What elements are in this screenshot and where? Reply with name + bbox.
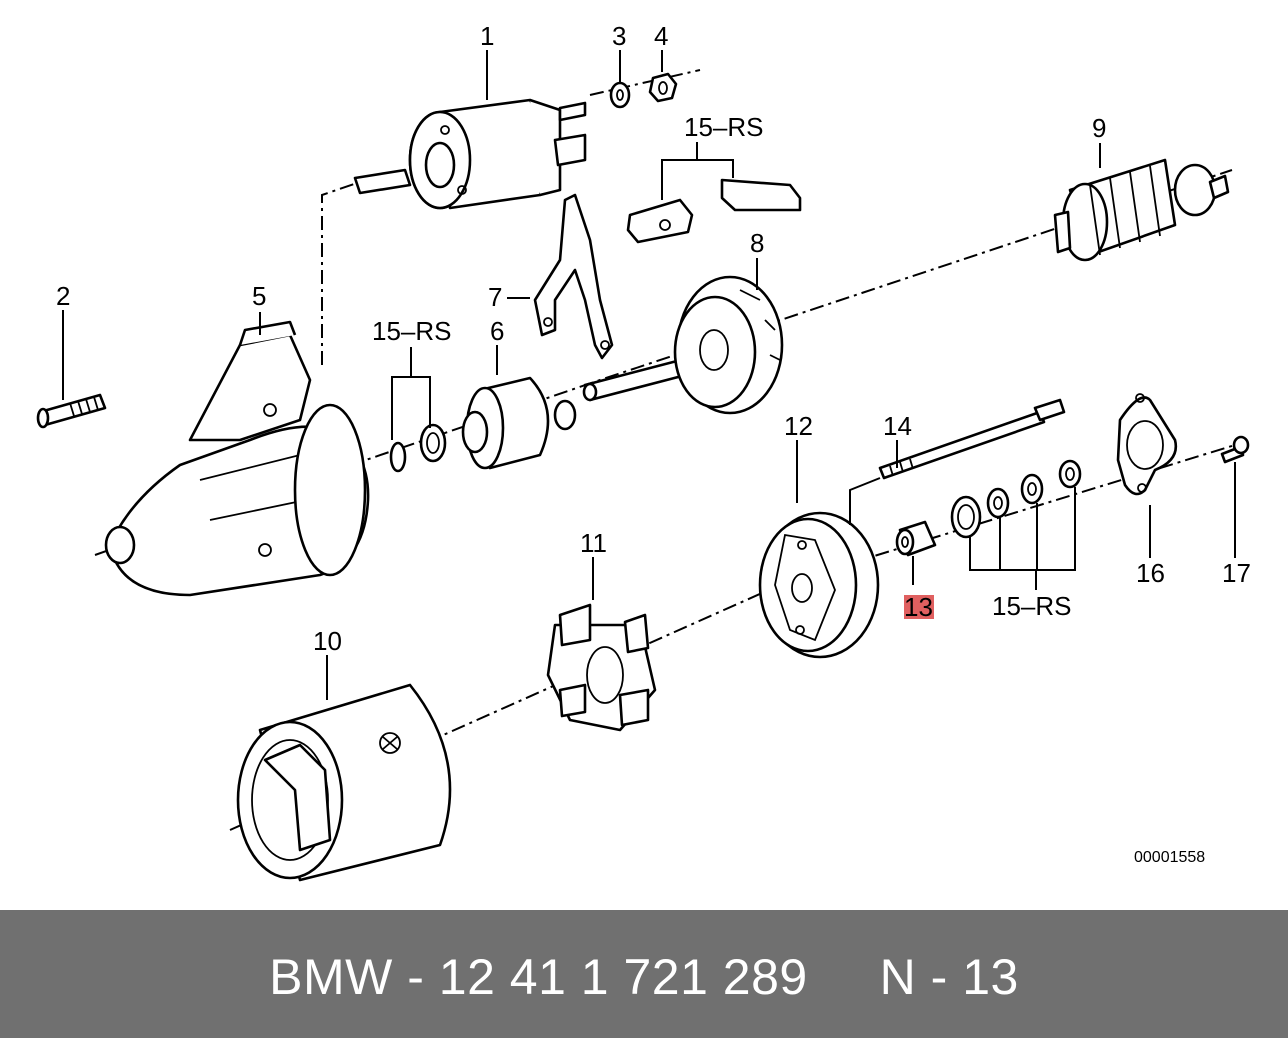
yoke-part-10[interactable]	[236, 683, 452, 882]
intermediate-bearing-part-8[interactable]	[673, 275, 784, 415]
callout-15rs-bottom: 15–RS	[992, 591, 1072, 621]
drive-pinion-part-6[interactable]	[461, 376, 577, 470]
seal-15rs-bottom[interactable]	[950, 495, 982, 539]
drive-end-housing-part-5[interactable]	[104, 320, 370, 597]
brush-holder-15rs[interactable]	[626, 198, 694, 244]
brush-15rs[interactable]	[720, 178, 802, 212]
nut-part-4[interactable]	[648, 72, 678, 103]
callout-13-highlight	[904, 595, 934, 619]
solenoid-part-1[interactable]	[353, 98, 587, 210]
washer-part-3[interactable]	[609, 81, 631, 109]
footer-bar: BMW - 12 41 1 721 289 N - 13	[0, 910, 1288, 1038]
leader-lines	[62, 50, 1236, 700]
callout-9: 9	[1092, 113, 1106, 143]
callout-10: 10	[313, 626, 342, 656]
drawing-number: 00001558	[1134, 849, 1205, 866]
screw-part-17[interactable]	[1220, 435, 1250, 464]
callout-1: 1	[480, 21, 494, 51]
lever-part-7[interactable]	[533, 193, 614, 360]
callout-5: 5	[252, 281, 266, 311]
callout-6: 6	[490, 316, 504, 346]
callout-16: 16	[1136, 558, 1165, 588]
spring-15rs-left[interactable]	[419, 423, 447, 463]
circlip-15rs-bottom[interactable]	[1058, 459, 1082, 489]
callout-11: 11	[580, 528, 607, 558]
washer-15rs-bottom-1[interactable]	[986, 487, 1010, 519]
bolt-part-2[interactable]	[36, 393, 107, 429]
washer-15rs-bottom-2[interactable]	[1020, 473, 1044, 505]
callout-17: 17	[1222, 558, 1251, 588]
callout-15rs-left: 15–RS	[372, 316, 452, 346]
bushing-part-13[interactable]	[895, 520, 937, 557]
callout-15rs-top: 15–RS	[684, 112, 764, 142]
armature-part-9[interactable]	[1053, 158, 1230, 262]
snap-ring-15rs-left[interactable]	[389, 441, 407, 473]
callout-12: 12	[784, 411, 813, 441]
callout-7: 7	[488, 282, 502, 312]
callout-2: 2	[56, 281, 70, 311]
diagram-canvas: 1 3 4 15–RS 9 8 2 5 7 15–RS 6 12 14 11 1…	[36, 21, 1251, 882]
through-bolt-part-14[interactable]	[878, 398, 1066, 480]
end-cover-part-12[interactable]	[758, 511, 880, 659]
callout-3: 3	[612, 21, 626, 51]
callout-14: 14	[883, 411, 912, 441]
callout-labels: 1 3 4 15–RS 9 8 2 5 7 15–RS 6 12 14 11 1…	[56, 21, 1251, 656]
brush-plate-part-11[interactable]	[546, 603, 657, 732]
exploded-parts-diagram: 1 3 4 15–RS 9 8 2 5 7 15–RS 6 12 14 11 1…	[36, 21, 1251, 882]
bearing-cap-part-16[interactable]	[1116, 393, 1178, 496]
callout-8: 8	[750, 228, 764, 258]
callout-13: 13	[904, 592, 933, 622]
part-number-caption: BMW - 12 41 1 721 289 N - 13	[269, 949, 1019, 1005]
callout-4: 4	[654, 21, 668, 51]
